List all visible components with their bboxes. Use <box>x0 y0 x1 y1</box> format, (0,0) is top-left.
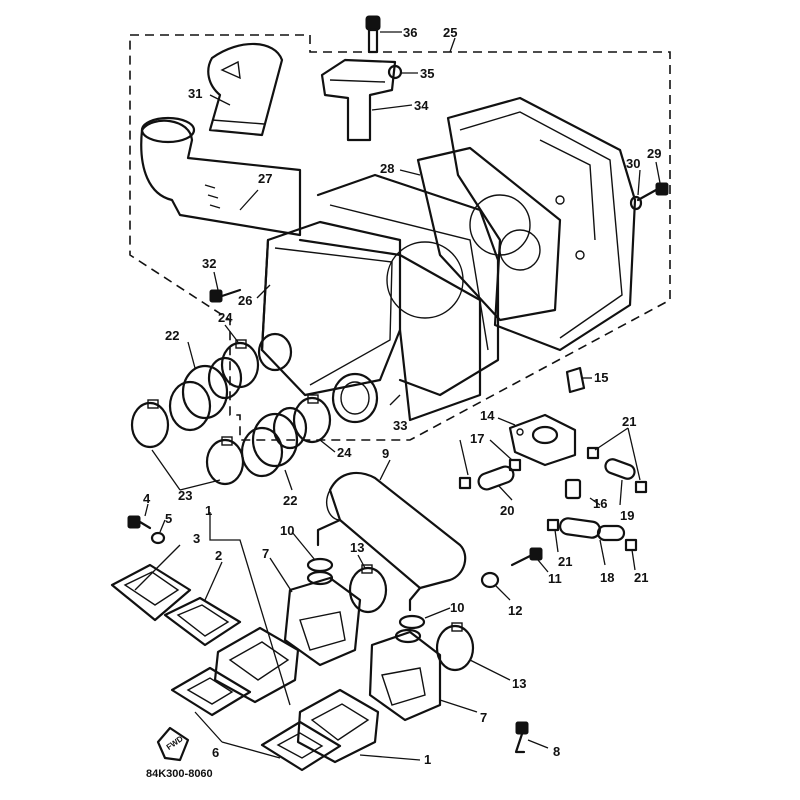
bolt-32 <box>209 288 242 303</box>
washer-5 <box>150 531 166 545</box>
callout-35: 35 <box>420 66 434 81</box>
hose-19 <box>604 458 636 480</box>
callout-10-lower: 10 <box>450 600 464 615</box>
callout-30: 30 <box>626 156 640 171</box>
callout-29: 29 <box>647 146 661 161</box>
joint-22-lower <box>240 406 308 478</box>
callout-7-lower: 7 <box>480 710 487 725</box>
clamp-24-lower <box>292 394 332 444</box>
reed-housing-7-lower <box>368 630 442 722</box>
callout-21-mid: 21 <box>558 554 572 569</box>
callout-13-upper: 13 <box>350 540 364 555</box>
callout-20: 20 <box>500 503 514 518</box>
callout-14: 14 <box>480 408 495 423</box>
cap-12 <box>480 571 500 589</box>
intake-pipe-27 <box>140 116 302 237</box>
callout-11: 11 <box>548 571 562 586</box>
clamp-24-upper <box>220 339 260 389</box>
callout-21-top: 21 <box>622 414 636 429</box>
reed-housing-7-upper <box>283 576 362 667</box>
bolt-8 <box>514 721 529 754</box>
callout-18: 18 <box>600 570 614 585</box>
callout-19: 19 <box>620 508 634 523</box>
callouts: 36 25 35 34 31 27 28 30 29 32 26 22 24 1… <box>143 25 661 767</box>
reed-valve-1-upper <box>213 626 300 704</box>
o-ring-10-lower <box>394 614 426 644</box>
clamp-13-upper <box>348 564 388 614</box>
reed-plate-3 <box>110 563 192 622</box>
callout-5: 5 <box>165 511 172 526</box>
intake-duct-31 <box>207 42 284 137</box>
o-ring-10-upper <box>306 557 334 586</box>
diagram-code: 84K300-8060 <box>146 768 213 780</box>
joint-22-upper <box>168 356 243 432</box>
callout-33: 33 <box>393 418 407 433</box>
callout-27: 27 <box>258 171 272 186</box>
callout-7-upper: 7 <box>262 546 269 561</box>
clamp-23-right <box>205 436 245 486</box>
screw-11 <box>510 547 543 567</box>
screw-4 <box>127 515 152 530</box>
callout-31: 31 <box>188 86 202 101</box>
callout-15: 15 <box>594 370 608 385</box>
clips-21 <box>546 446 648 552</box>
intake-port-upper <box>257 332 293 372</box>
silencer-9 <box>316 471 467 612</box>
bracket-34 <box>320 58 403 142</box>
callout-12: 12 <box>508 603 522 618</box>
callout-34: 34 <box>414 98 429 113</box>
callout-22-lower: 22 <box>283 493 297 508</box>
callout-13-lower: 13 <box>512 676 526 691</box>
air-filter-assembly-boundary <box>129 34 671 441</box>
bolt-36 <box>365 15 381 54</box>
screw-29 <box>629 182 669 211</box>
callout-23: 23 <box>178 488 192 503</box>
filter-cover <box>446 96 637 352</box>
front-direction-marker: FWD <box>156 726 190 762</box>
gasket-6-lower <box>260 720 342 772</box>
callout-17: 17 <box>470 431 484 446</box>
callout-21-right: 21 <box>634 570 648 585</box>
cap-15 <box>565 366 586 394</box>
callout-6: 6 <box>212 745 219 760</box>
callout-8: 8 <box>553 744 560 759</box>
callout-16: 16 <box>593 496 607 511</box>
hose-18 <box>559 517 626 542</box>
callout-4: 4 <box>143 491 151 506</box>
callout-26: 26 <box>238 293 252 308</box>
reed-valve-1-lower <box>296 688 380 764</box>
callout-9: 9 <box>382 446 389 461</box>
gasket-6-upper <box>170 666 252 717</box>
callout-28: 28 <box>380 161 394 176</box>
callout-3: 3 <box>193 531 200 546</box>
fitting-14 <box>508 413 577 467</box>
callout-24-upper: 24 <box>218 310 233 325</box>
callout-22-upper: 22 <box>165 328 179 343</box>
callout-36: 36 <box>403 25 417 40</box>
filter-case <box>316 173 500 397</box>
clips-17 <box>458 458 522 490</box>
leader-lines <box>134 31 661 761</box>
callout-2: 2 <box>215 548 222 563</box>
callout-10-upper: 10 <box>280 523 294 538</box>
clamp-23-left <box>130 399 170 449</box>
callout-25: 25 <box>443 25 457 40</box>
intake-port-lower <box>331 372 379 424</box>
callout-1-upper: 1 <box>205 503 212 518</box>
callout-32: 32 <box>202 256 216 271</box>
callout-1-lower: 1 <box>424 752 431 767</box>
callout-24-lower: 24 <box>337 445 352 460</box>
clamp-13-lower <box>435 622 475 672</box>
airbox-26 <box>260 220 482 422</box>
reed-stopper-2 <box>163 596 242 647</box>
plug-16 <box>564 478 582 500</box>
